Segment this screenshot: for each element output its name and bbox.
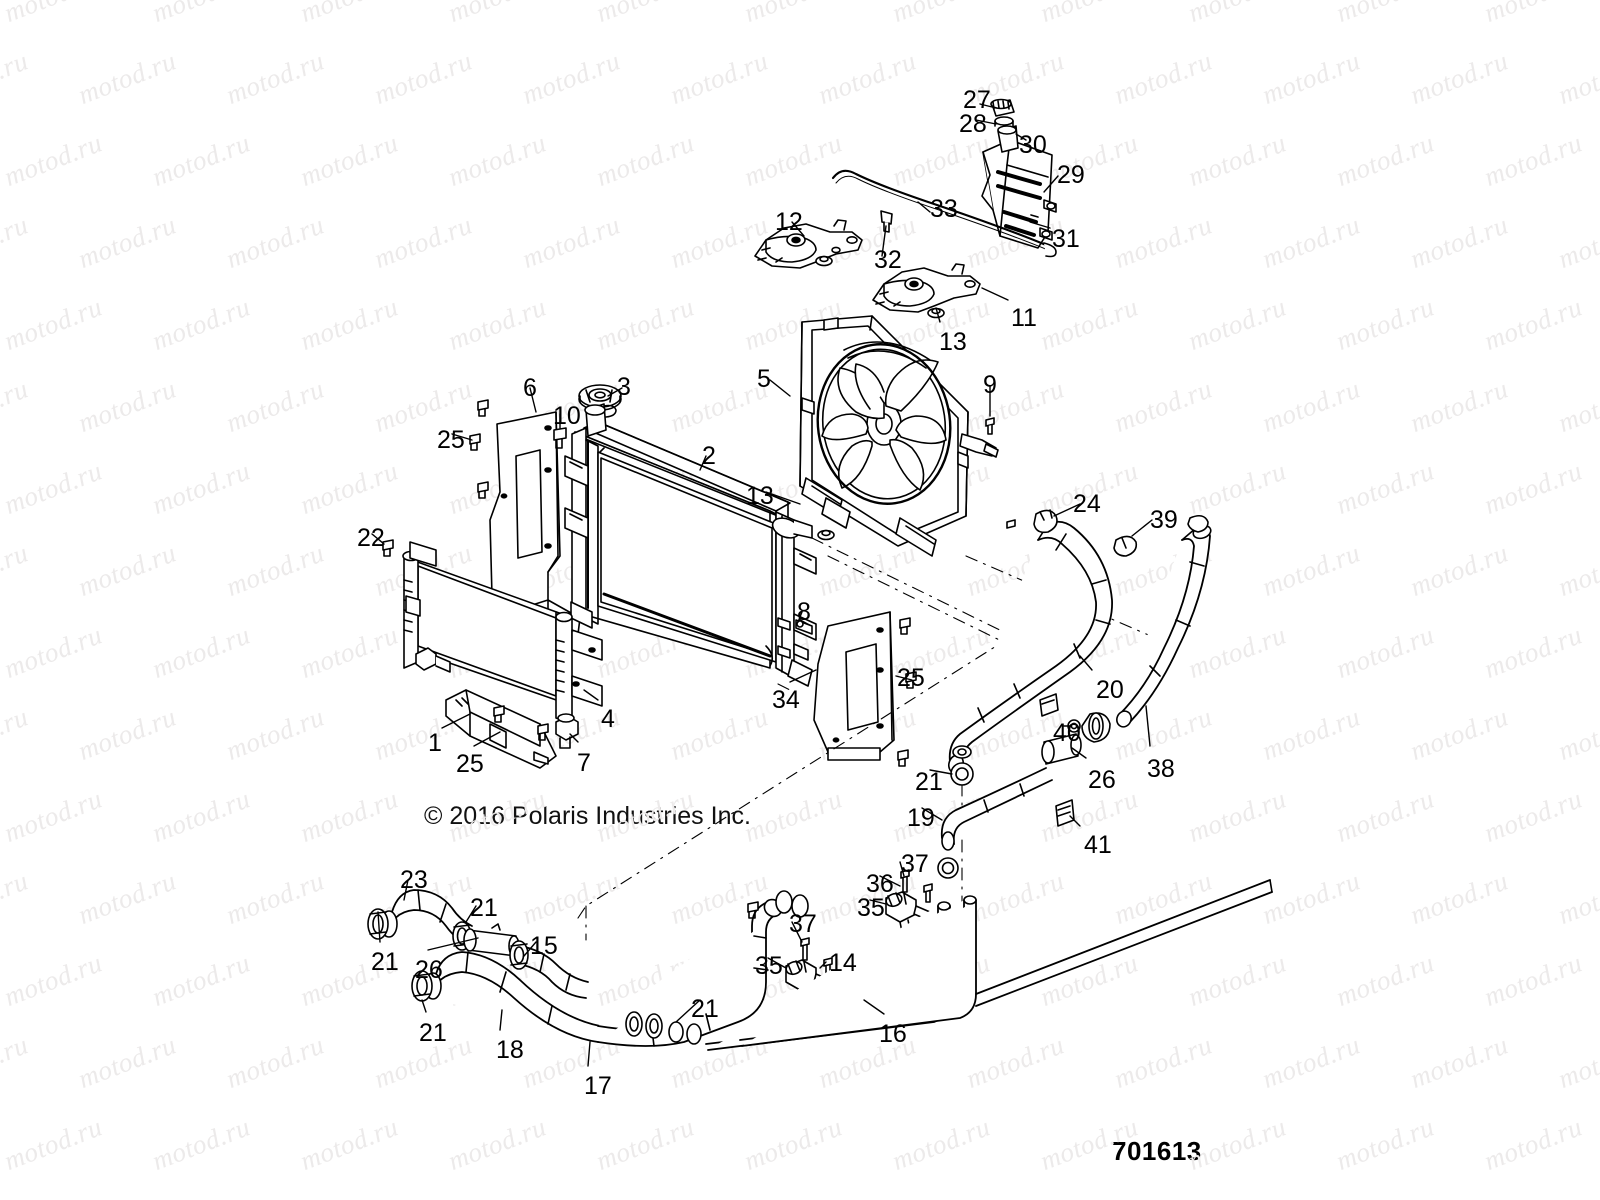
coolant-reservoir (981, 98, 1057, 249)
left-mount-bracket (754, 219, 863, 269)
callout-hose-clamp-upper-left: 21 (371, 948, 399, 976)
callout-reservoir-neck-seal: 28 (959, 110, 987, 138)
callout-hose-clamp-left: 21 (915, 768, 943, 796)
callout-push-rivet-guard: 25 (456, 750, 484, 778)
upper-radiator-hose (947, 520, 1113, 774)
callout-tube-clip: 32 (874, 246, 902, 274)
callout-hose-joiner: 26 (415, 956, 443, 984)
callout-sensor-bracket: 36 (866, 870, 894, 898)
callout-deflector-fastener: 8 (797, 598, 811, 626)
callout-lower-radiator-hose: 38 (1147, 755, 1175, 783)
leader-lines (371, 103, 1153, 1067)
temperature-sensor-upper (885, 891, 931, 933)
callout-reservoir-cap: 27 (963, 86, 991, 114)
callout-hose-joiner-tube: 26 (1088, 766, 1116, 794)
callout-coolant-reservoir-tank: 29 (1057, 161, 1085, 189)
cooler-guard (445, 689, 557, 769)
callout-hose-clamp-lower-left: 21 (419, 1019, 447, 1047)
callout-push-rivet-right: 25 (897, 664, 925, 692)
callout-heater-hose-lower: 18 (496, 1036, 524, 1064)
callout-right-air-deflector: 34 (772, 686, 800, 714)
callout-cooler-fitting: 7 (577, 749, 591, 777)
part-number: 701613 (1112, 1136, 1202, 1166)
callout-cooler-push-rivet: 22 (357, 524, 385, 552)
left-air-deflector (489, 411, 581, 635)
oil-cooler (402, 541, 603, 749)
callout-flange-nut-upper: 13 (939, 328, 967, 356)
callout-hose-clamp-mid: 21 (470, 894, 498, 922)
callout-bypass-hose: 19 (907, 804, 935, 832)
callout-o-ring-small: 40 (1053, 719, 1081, 747)
callout-upper-radiator-hose: 20 (1096, 676, 1124, 704)
overflow-tube (831, 169, 1048, 247)
callout-upper-hose-clamp: 24 (1073, 490, 1101, 518)
callout-coolant-line-assembly: 16 (879, 1020, 907, 1048)
radiator-core (564, 403, 817, 687)
callout-temperature-sensor-upper: 35 (857, 894, 885, 922)
callout-sensor-retainer-pin: 14 (829, 949, 857, 977)
callout-fan-screw: 9 (983, 371, 997, 399)
construction-lines (577, 537, 1161, 941)
callout-flange-nut-lower: 13 (746, 482, 774, 510)
callout-temperature-sensor-lower: 35 (755, 952, 783, 980)
callout-radiator-cap: 3 (617, 373, 631, 401)
right-mount-bracket (872, 263, 981, 319)
lower-radiator-hose (1116, 524, 1212, 728)
callout-left-air-deflector: 6 (523, 374, 537, 402)
copyright-notice: © 2016 Polaris Industries Inc. (424, 802, 751, 830)
bypass-hose (940, 767, 1053, 851)
coolant-line-assembly (705, 879, 1273, 1051)
return-hose (597, 898, 783, 1047)
callout-overflow-tube: 33 (930, 195, 958, 223)
callout-heater-hose-upper: 23 (400, 866, 428, 894)
callout-radiator-core: 2 (702, 442, 716, 470)
callout-oil-cooler: 4 (601, 705, 615, 733)
callout-fan-shroud-assembly: 5 (757, 365, 771, 393)
callout-reservoir-mount-stud: 31 (1052, 225, 1080, 253)
callout-cooler-guard: 1 (428, 729, 442, 757)
callout-return-hose: 17 (584, 1072, 612, 1100)
callout-push-rivet-upper-left: 25 (437, 426, 465, 454)
callout-reservoir-filler-neck: 30 (1019, 131, 1047, 159)
right-air-deflector (813, 611, 895, 761)
callout-sensor-screw-lower: 37 (789, 910, 817, 938)
fan-shroud-assembly (799, 315, 999, 557)
callout-right-mount-bracket: 11 (1011, 304, 1037, 332)
callout-connector-hose: 15 (530, 932, 558, 960)
callout-sensor-screw-upper: 37 (901, 850, 929, 878)
callout-radiator-clip: 10 (553, 402, 581, 430)
callout-left-mount-bracket: 12 (775, 208, 803, 236)
callout-hose-retainer-clip: 39 (1150, 506, 1178, 534)
callout-line-clip: 41 (1084, 831, 1112, 859)
callout-hose-clamp-lower-right: 21 (691, 995, 719, 1023)
